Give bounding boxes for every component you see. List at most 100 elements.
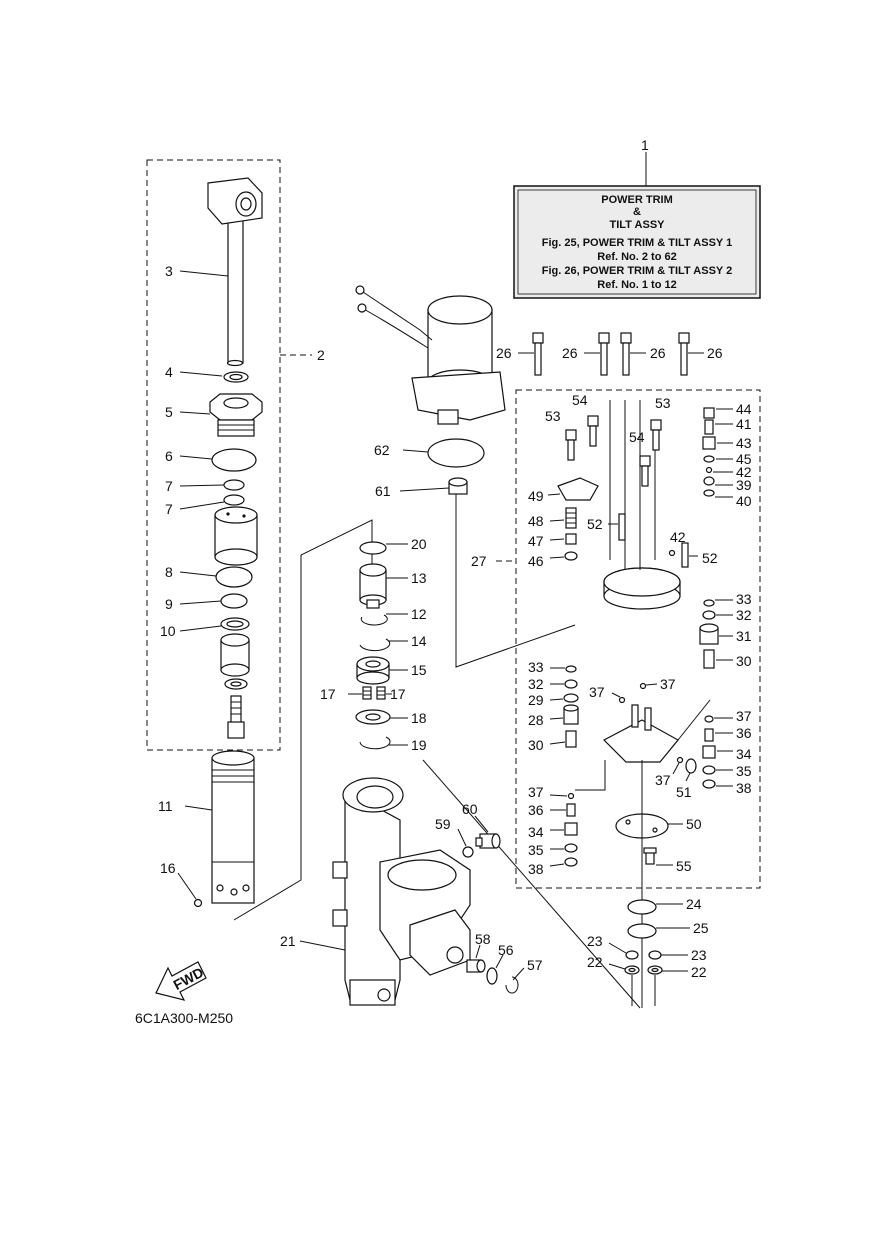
callout-56: 56 (498, 942, 514, 958)
callout-32a: 32 (736, 607, 752, 623)
piston (214, 506, 258, 566)
callout-26a: 26 (496, 345, 512, 361)
callout-30a: 30 (528, 737, 544, 753)
callout-53b: 53 (655, 395, 671, 411)
callout-50: 50 (686, 816, 702, 832)
callout-47: 47 (528, 533, 544, 549)
callout-26b: 26 (562, 345, 578, 361)
callout-32b: 32 (528, 676, 544, 692)
plug-60 (475, 833, 501, 849)
callout-2: 2 (317, 347, 325, 363)
callout-28: 28 (528, 712, 544, 728)
callout-27: 27 (471, 553, 487, 569)
callout-37d: 37 (655, 772, 671, 788)
fwd-arrow: FWD (155, 961, 207, 1001)
callout-35b: 35 (528, 842, 544, 858)
callout-37c: 37 (736, 708, 752, 724)
callout-23b: 23 (691, 947, 707, 963)
box-title-line1: POWER TRIM (601, 194, 673, 206)
callout-10: 10 (160, 623, 176, 639)
cylinder-cap (209, 393, 263, 437)
callout-41: 41 (736, 416, 752, 432)
callout-7b: 7 (165, 501, 173, 517)
callout-37a: 37 (589, 684, 605, 700)
bolt (227, 695, 245, 739)
valve-body (220, 633, 250, 677)
callout-19: 19 (411, 737, 427, 753)
callout-61: 61 (375, 483, 391, 499)
callout-46: 46 (528, 553, 544, 569)
callout-7a: 7 (165, 478, 173, 494)
callout-44: 44 (736, 401, 752, 417)
callout-8: 8 (165, 564, 173, 580)
callout-43: 43 (736, 435, 752, 451)
callout-25: 25 (693, 920, 709, 936)
callout-31: 31 (736, 628, 752, 644)
o-ring-8 (215, 566, 253, 588)
callout-53a: 53 (545, 408, 561, 424)
callout-12: 12 (411, 606, 427, 622)
callout-33b: 33 (528, 659, 544, 675)
callout-45: 45 (736, 451, 752, 467)
callout-49: 49 (528, 488, 544, 504)
o-ring-6 (211, 448, 257, 472)
check-ball (193, 898, 203, 908)
callout-22b: 22 (691, 964, 707, 980)
tilt-cylinder (211, 750, 255, 904)
callout-54a: 54 (572, 392, 588, 408)
callout-3: 3 (165, 263, 173, 279)
callout-21: 21 (280, 933, 296, 949)
pump-assembly-group: 27 53 54 53 54 49 48 47 (471, 389, 761, 889)
callout-38b: 38 (528, 861, 544, 877)
box-fig26: Fig. 26, POWER TRIM & TILT ASSY 2 (542, 265, 732, 277)
box-ref26: Ref. No. 1 to 12 (597, 279, 676, 291)
callout-14: 14 (411, 633, 427, 649)
callout-59: 59 (435, 816, 451, 832)
o-ring-7a (223, 479, 245, 491)
diagram-code: 6C1A300-M250 (135, 1010, 233, 1026)
callout-62: 62 (374, 442, 390, 458)
box-title-line2: & (633, 206, 641, 218)
callout-37b: 37 (660, 676, 676, 692)
callout-6: 6 (165, 448, 173, 464)
callout-20: 20 (411, 536, 427, 552)
callout-34b: 34 (528, 824, 544, 840)
callout-51: 51 (676, 784, 692, 800)
tilt-rod (207, 177, 263, 367)
callout-42b: 42 (736, 464, 752, 480)
callout-17b: 17 (390, 686, 406, 702)
callout-29: 29 (528, 692, 544, 708)
box-fig25: Fig. 25, POWER TRIM & TILT ASSY 1 (542, 237, 732, 249)
callout-54b: 54 (629, 429, 645, 445)
callout-35a: 35 (736, 763, 752, 779)
callout-26c: 26 (650, 345, 666, 361)
callout-30b: 30 (736, 653, 752, 669)
callout-23a: 23 (587, 933, 603, 949)
o-ring-59 (462, 846, 474, 858)
callout-22a: 22 (587, 954, 603, 970)
callout-37e: 37 (528, 784, 544, 800)
callout-57: 57 (527, 957, 543, 973)
callout-52b: 52 (702, 550, 718, 566)
cylinder-body (332, 777, 471, 1006)
callout-36a: 36 (736, 725, 752, 741)
o-ring-23b (648, 950, 662, 960)
callout-15: 15 (411, 662, 427, 678)
box-ref25: Ref. No. 2 to 62 (597, 251, 676, 263)
o-ring-62 (427, 438, 485, 468)
callout-60: 60 (462, 801, 478, 817)
o-ring-7b (223, 494, 245, 506)
callout-40: 40 (736, 493, 752, 509)
box-title-line3: TILT ASSY (610, 219, 666, 231)
info-box: 1 POWER TRIM & TILT ASSY Fig. 25, POWER … (513, 137, 761, 299)
callout-34a: 34 (736, 746, 752, 762)
callout-9: 9 (165, 596, 173, 612)
callout-48: 48 (528, 513, 544, 529)
callout-33a: 33 (736, 591, 752, 607)
trim-motor (355, 285, 506, 425)
callout-16: 16 (160, 860, 176, 876)
callout-1: 1 (641, 137, 649, 153)
callout-52a: 52 (587, 516, 603, 532)
